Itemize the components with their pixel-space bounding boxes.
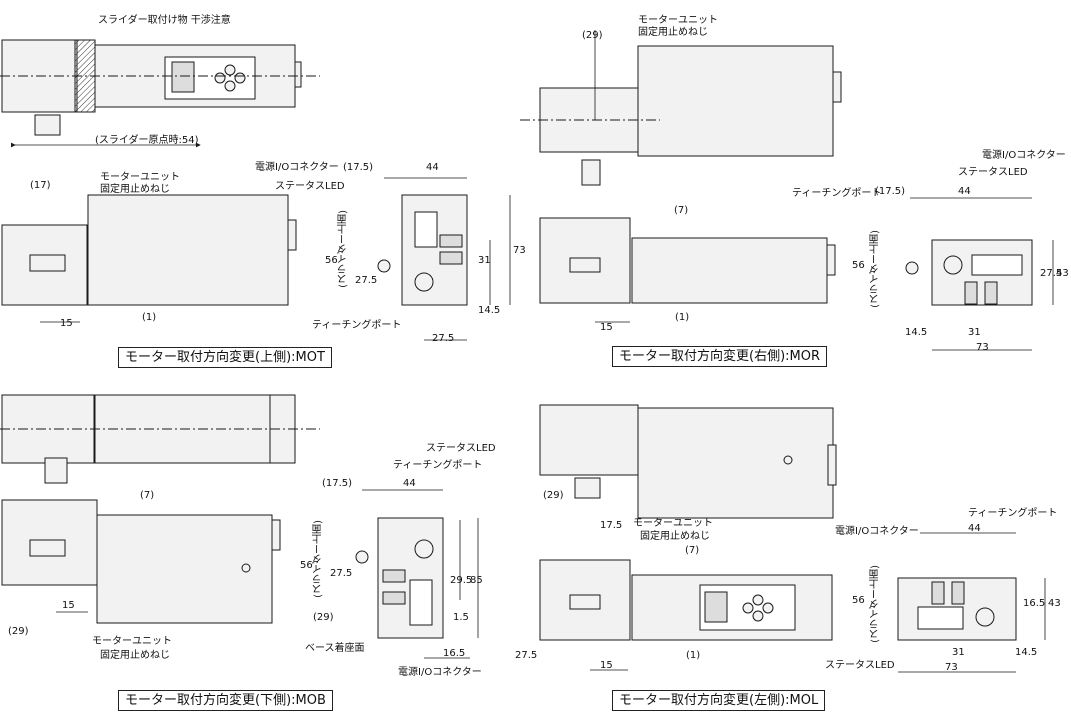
dim-mol-14-5: 14.5 [1015,647,1038,658]
mor-side-view [539,217,836,304]
caption-mol: モーター取付方向変更(左側):MOL [612,690,826,711]
mor-motor-screw-label-1: モーターユニット [638,15,718,26]
mot-teaching-port-label: ティーチングポート [312,320,402,331]
dim-mol-1: (1) [686,650,701,661]
mol-side-view [539,559,833,641]
mob-teaching-port-label: ティーチングポート [393,460,483,471]
mob-motor-screw-label-1: モーターユニット [92,636,172,647]
mot-motor-screw-label-2: 固定用止めねじ [100,184,170,195]
dim-mor-7: (7) [674,205,689,216]
dim-mor-15: 15 [600,322,613,333]
mor-end-view [905,239,1033,306]
dim-mol-44: 44 [968,523,981,534]
mot-slider-top-label: (スライダー上面) [338,210,349,288]
dim-mot-15: 15 [60,318,73,329]
dim-mob-16-5: 16.5 [443,648,466,659]
mol-power-io-label: 電源I/Oコネクター [835,526,919,537]
mot-power-io-label: 電源I/Oコネクター [255,162,339,173]
dim-mob-7: (7) [140,490,155,501]
dim-mob-44: 44 [403,478,416,489]
mol-end-view [897,577,1017,641]
dim-mor-29: (29) [582,30,603,41]
dim-mot-73: 73 [513,245,526,256]
mob-power-io-label: 電源I/Oコネクター [398,667,482,678]
mor-slider-top-label: (スライダー上面) [870,230,881,308]
dim-mor-1: (1) [675,312,690,323]
dim-mol-56: 56 [852,595,865,606]
mol-teaching-port-label: ティーチングポート [968,508,1058,519]
dim-mob-17-5: (17.5) [322,478,353,489]
mob-motor-screw-label-2: 固定用止めねじ [100,650,170,661]
dim-mob-27-5: 27.5 [330,568,353,579]
dim-mot-17: (17) [30,180,51,191]
mob-status-led-label: ステータスLED [426,443,496,454]
dim-mor-27-5: 27.5 [1040,268,1063,279]
dim-mob-15: 15 [62,600,75,611]
mol-motor-screw-label-2: 固定用止めねじ [640,531,710,542]
dim-mol-7: (7) [685,545,700,556]
mob-end-view [355,517,444,639]
mot-end-view [377,194,468,306]
dim-mor-31: 31 [968,327,981,338]
mor-motor-screw-label-2: 固定用止めねじ [638,27,708,38]
caption-mot: モーター取付方向変更(上側):MOT [118,347,332,368]
dim-mot-27-5: 27.5 [355,275,378,286]
mob-base-mount-label: ベース着座面 [305,643,365,654]
mot-status-led-label: ステータスLED [275,181,345,192]
slider-origin-label: (スライダー原点時:54) [95,135,199,146]
caption-mob: モーター取付方向変更(下側):MOB [118,690,333,711]
mob-side-view [1,499,281,624]
dim-mor-17-5: (17.5) [875,186,906,197]
mot-side-view [1,194,297,306]
dim-mol-31: 31 [952,647,965,658]
dim-mor-14-5: 14.5 [905,327,928,338]
caption-mor: モーター取付方向変更(右側):MOR [612,346,828,367]
slider-interference-label: スライダー取付け物 干渉注意 [98,15,231,26]
dim-mob-29b: (29) [313,612,334,623]
mor-power-io-label: 電源I/Oコネクター [982,150,1066,161]
dim-mor-73: 73 [976,342,989,353]
dim-mor-43: 43 [1056,268,1069,279]
dim-mol-73: 73 [945,662,958,673]
dim-mob-85: 85 [470,575,483,586]
mor-status-led-label: ステータスLED [958,167,1028,178]
dim-mor-44: 44 [958,186,971,197]
dim-mot-27-5b: 27.5 [432,333,455,344]
dim-mot-14-5: 14.5 [478,305,501,316]
mob-slider-top-label: (スライダー上面) [313,520,324,598]
dim-mol-29: (29) [543,490,564,501]
dim-mol-15: 15 [600,660,613,671]
dim-mot-1: (1) [142,312,157,323]
dim-mob-29-5: 29.5 [450,575,473,586]
dim-mot-31: 31 [478,255,491,266]
dim-mot-17-5: (17.5) [343,162,374,173]
dim-mob-1-5: 1.5 [453,612,469,623]
mob-top-view [0,394,320,484]
mol-motor-screw-label-1: モーターユニット [633,518,713,529]
mol-top-view [539,404,837,519]
dim-mot-44: 44 [426,162,439,173]
mol-slider-top-label: (スライダー上面) [870,565,881,643]
dim-mol-27-5: 27.5 [515,650,538,661]
dim-mol-16-5: 16.5 [1023,598,1046,609]
mot-top-view [0,39,320,136]
dim-mor-56: 56 [852,260,865,271]
mor-teaching-port-label: ティーチングポート [792,188,882,199]
mor-top-view [520,45,842,186]
dim-mol-43: 43 [1048,598,1061,609]
dim-mob-29: (29) [8,626,29,637]
dim-mot-56: 56 [325,255,338,266]
mol-status-led-label: ステータスLED [825,660,895,671]
dim-mol-17-5: 17.5 [600,520,623,531]
mot-motor-screw-label-1: モーターユニット [100,172,180,183]
dim-mob-56: 56 [300,560,313,571]
